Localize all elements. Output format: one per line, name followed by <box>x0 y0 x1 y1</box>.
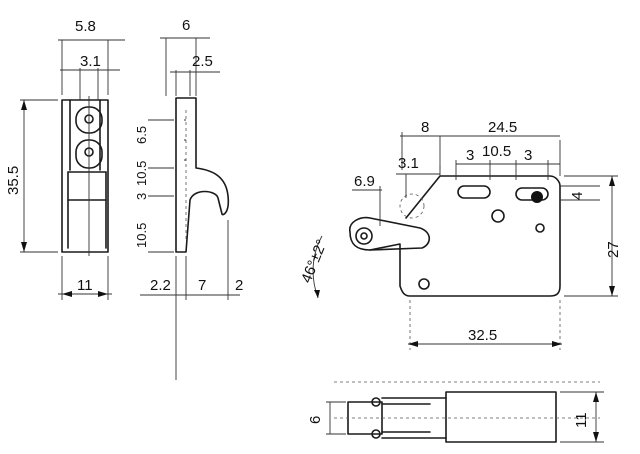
dim-6-side: 6 <box>182 17 190 34</box>
dim-2-5: 2.5 <box>192 53 213 70</box>
dim-7: 7 <box>198 277 206 294</box>
dim-27: 27 <box>605 241 622 258</box>
dim-3-1-main: 3.1 <box>398 155 419 172</box>
bottom-view <box>326 381 604 443</box>
dim-11-bottom: 11 <box>573 412 590 428</box>
side-view <box>175 97 230 253</box>
dim-32-5: 32.5 <box>468 327 497 344</box>
dim-3-b: 3 <box>524 147 532 164</box>
dim-24-5: 24.5 <box>488 119 517 136</box>
front-view <box>61 96 109 256</box>
dim-4: 4 <box>569 192 586 200</box>
dim-3: 3 <box>134 193 149 200</box>
dim-5-8: 5.8 <box>75 18 96 35</box>
dim-6-5: 6.5 <box>134 126 149 144</box>
dim-6-9: 6.9 <box>354 173 375 190</box>
dim-35-5: 35.5 <box>5 166 22 195</box>
dim-3-1-front: 3.1 <box>80 53 101 70</box>
dim-angle: 46°±2° <box>298 237 331 285</box>
dim-2-2: 2.2 <box>150 277 171 294</box>
side-view-dimensions <box>140 37 240 380</box>
dim-3-a: 3 <box>466 147 474 164</box>
dim-11-front: 11 <box>77 277 93 294</box>
dim-2: 2 <box>235 277 243 294</box>
main-view <box>312 132 618 350</box>
dim-10-5-a: 10.5 <box>134 161 149 186</box>
dim-10-5-c: 10.5 <box>482 143 511 160</box>
dim-6-bottom: 6 <box>307 416 324 424</box>
front-view-dimensions <box>20 39 125 300</box>
dim-8: 8 <box>421 119 429 136</box>
dim-10-5-b: 10.5 <box>134 223 149 248</box>
